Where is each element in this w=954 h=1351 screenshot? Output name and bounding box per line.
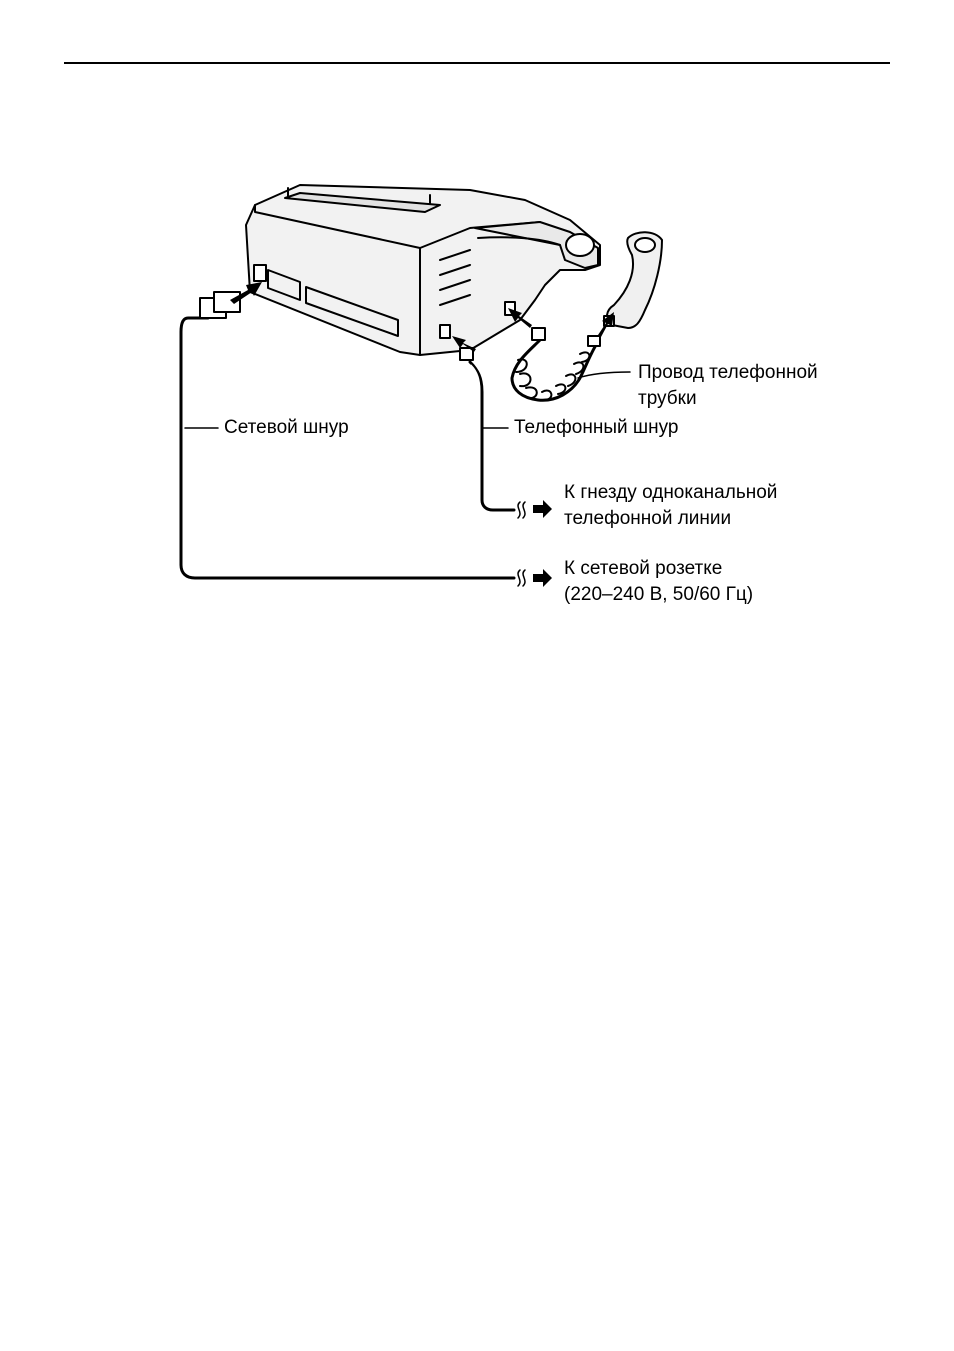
cradle-plug [532,328,545,340]
handset-plug [588,336,600,346]
label-telephone-cord: Телефонный шнур [514,415,678,441]
arrow-to-power-outlet [533,569,552,587]
label-to-power-outlet-line1: К сетевой розетке [564,556,753,582]
label-handset-cord-line2: трубки [638,386,818,412]
label-handset-cord-line1: Провод телефонной [638,360,818,386]
label-to-line-jack-line1: К гнезду одноканальной [564,480,777,506]
label-to-power-outlet: К сетевой розетке (220–240 В, 50/60 Гц) [564,556,753,608]
label-to-line-jack: К гнезду одноканальной телефонной линии [564,480,777,532]
label-to-line-jack-line2: телефонной линии [564,506,777,532]
label-to-power-outlet-line2: (220–240 В, 50/60 Гц) [564,582,753,608]
telephone-cord-line [470,362,514,510]
label-handset-cord: Провод телефонной трубки [638,360,818,412]
leader-handset-cord [578,372,630,378]
arrow-to-line-jack [533,500,552,518]
fax-machine-illustration [246,185,600,355]
label-power-cord: Сетевой шнур [224,415,349,441]
